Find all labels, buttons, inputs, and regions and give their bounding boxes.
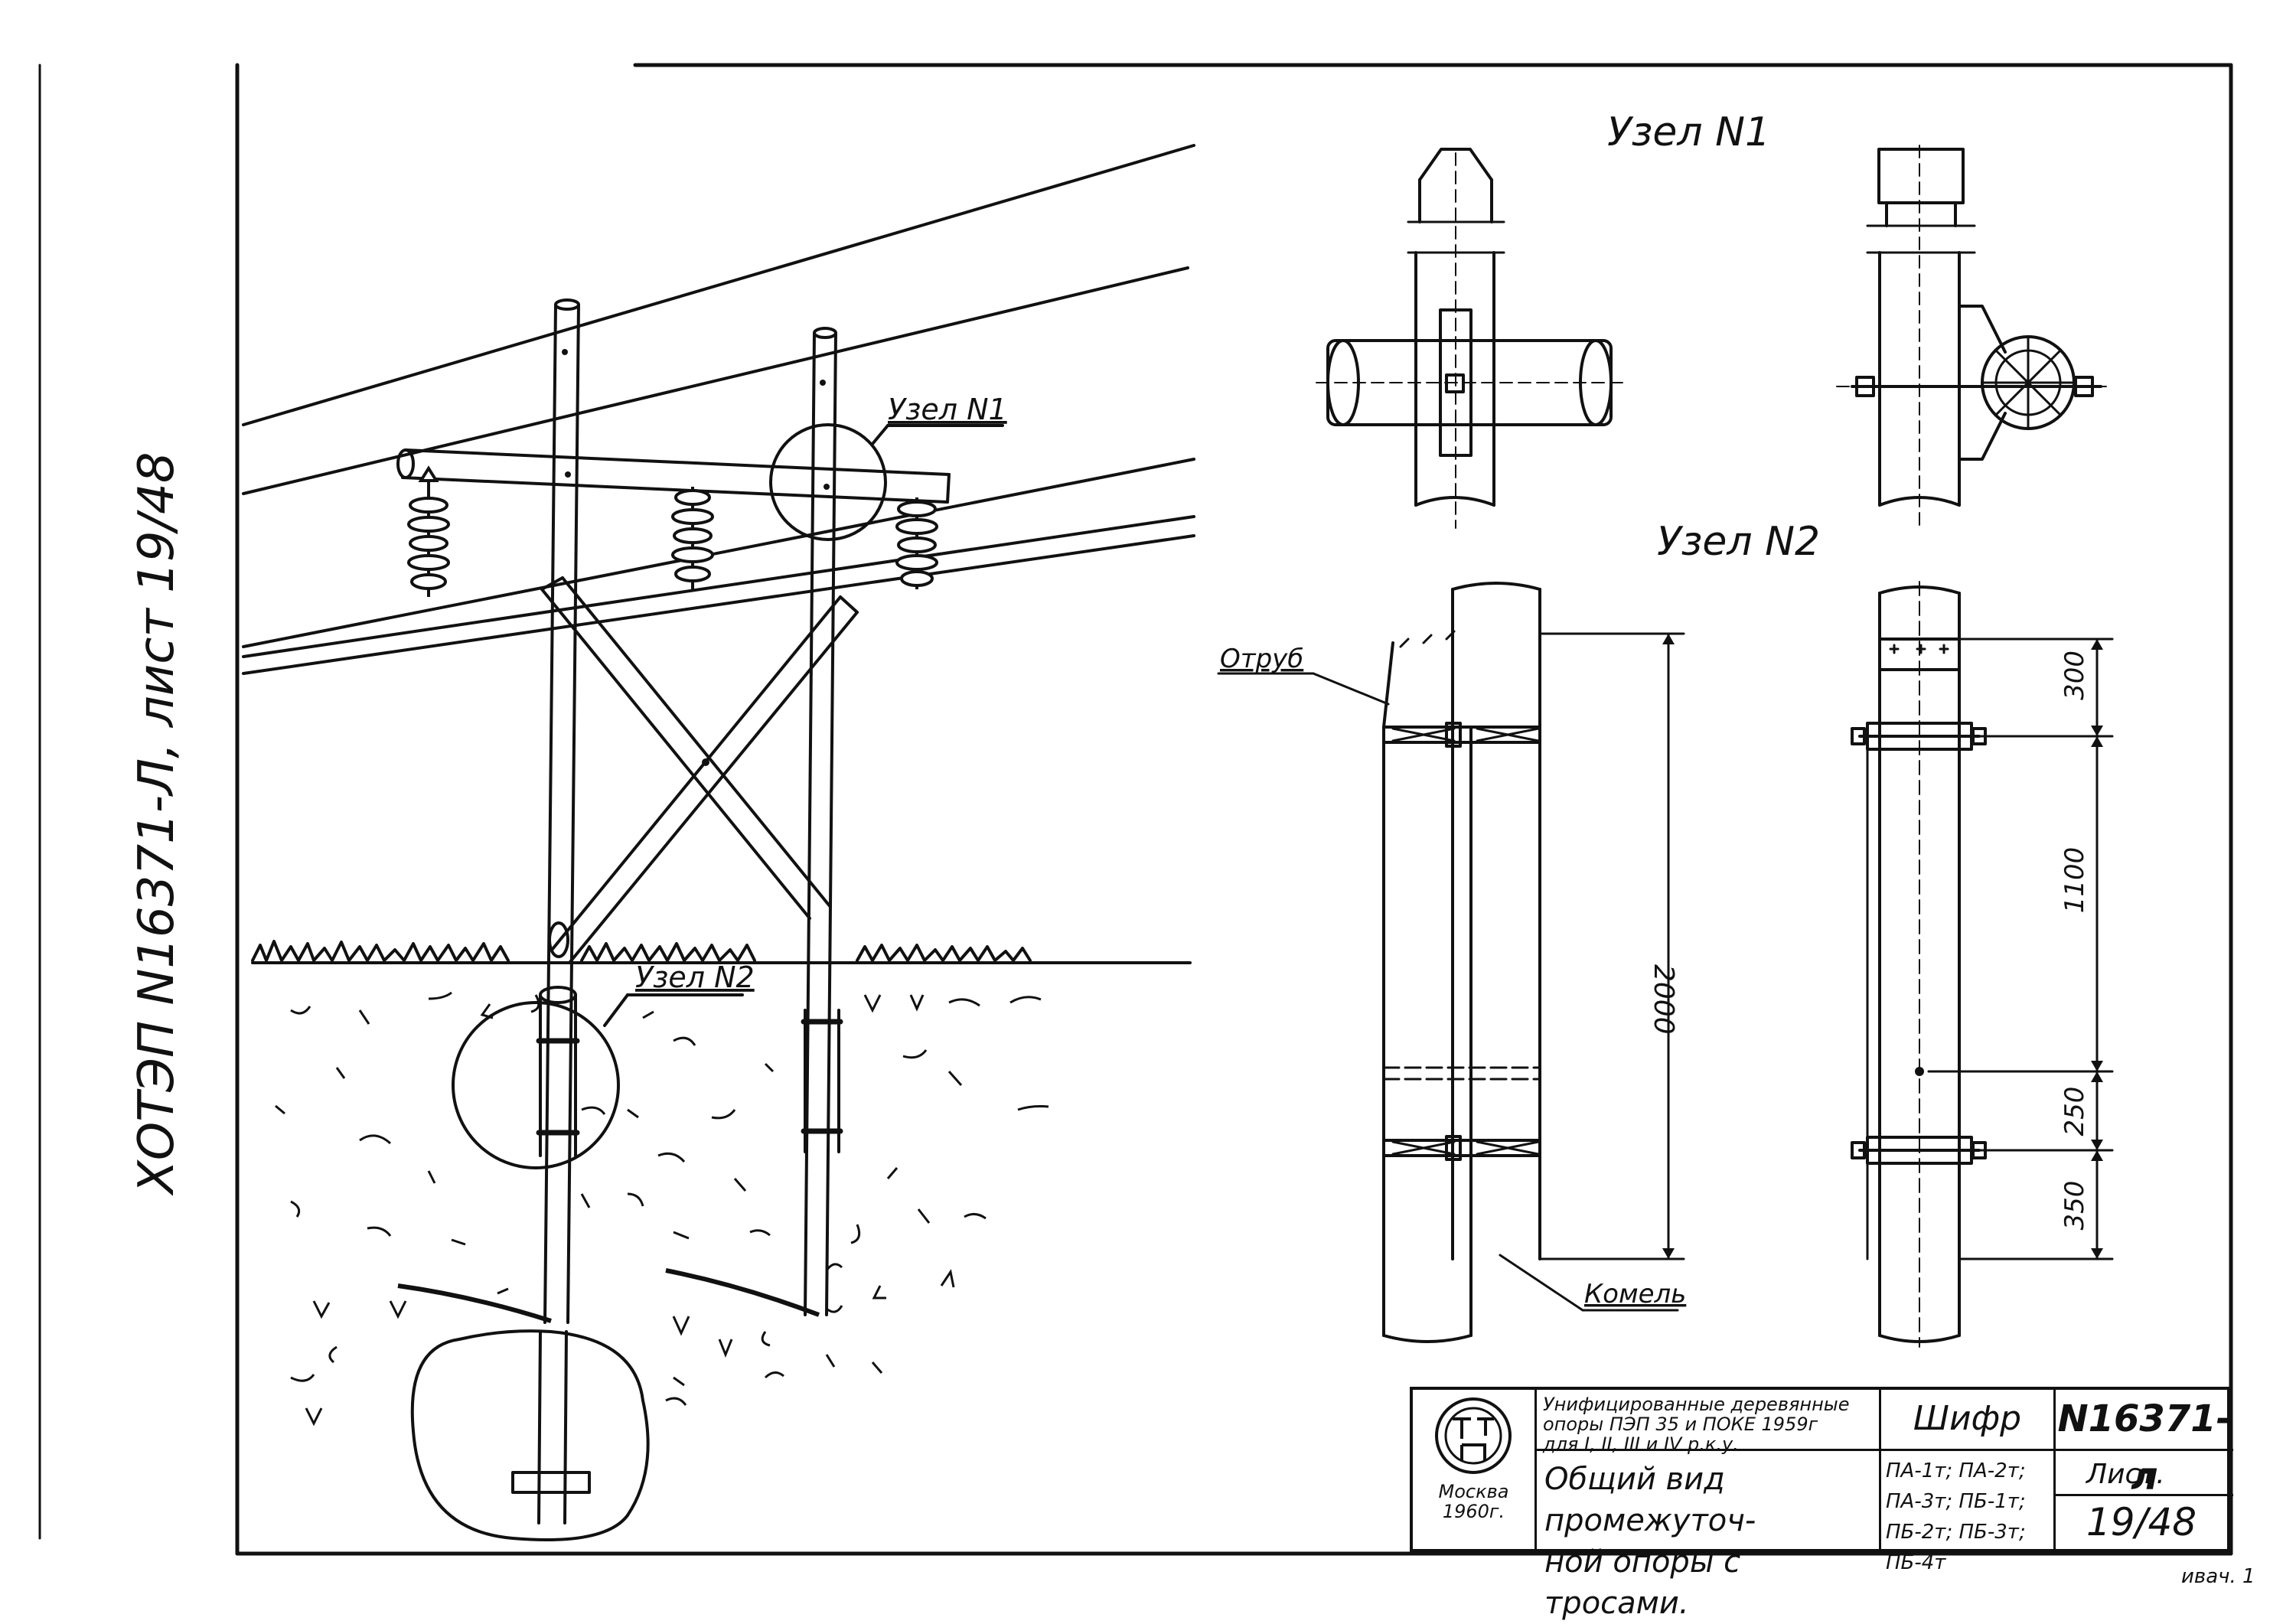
title-block: Москва 1960г. Унифицированные деревянные… (1410, 1387, 2233, 1621)
node1-side-view (1836, 145, 2113, 529)
node2-side-view: 300 1100 250 350 (1851, 581, 2114, 1348)
dim-250: 250 (2060, 1087, 2090, 1136)
right-stub (801, 1009, 843, 1153)
sheet-side-note: ХОТЭП N16371-Л, лист 19/48 (129, 452, 185, 1194)
x-braces (540, 576, 859, 964)
node2-front-view: 2000 Отруб Комель (1217, 582, 1686, 1343)
org-logo-cell: Москва 1960г. (1413, 1390, 1537, 1555)
subtitle-line: для I, II, III и IV р.к.у. (1543, 1433, 1739, 1455)
node1-front-view (1316, 148, 1623, 529)
sheet-label: Лист. (2086, 1459, 2165, 1490)
node1-title: Узел N1 (1607, 109, 1770, 155)
dim-1100: 1100 (2060, 847, 2090, 914)
drawing-title: Общий вид промежуточ- ной опоры с тросам… (1537, 1451, 1881, 1621)
node1-callout: Узел N1 (769, 393, 1007, 541)
dim-overall: 2000 (1648, 964, 1679, 1035)
sheet-number: 19/48 (2086, 1500, 2197, 1544)
left-stub (536, 986, 580, 1157)
pole-butts (397, 1268, 820, 1323)
left-pole (543, 298, 580, 1324)
title-line: ной опоры с тросами. (1544, 1544, 1741, 1621)
node2-callout: Узел N2 (452, 960, 755, 1169)
insulator-left (407, 465, 450, 597)
conductor-wires (242, 144, 1195, 675)
anchor-excavation (410, 1329, 650, 1541)
org-city: Москва (1438, 1481, 1509, 1502)
cipher-value: ПА-1т; ПА-2т; (1886, 1459, 2026, 1482)
dim-300: 300 (2060, 651, 2090, 700)
sheet-number-cell: Лист. 19/48 (2056, 1451, 2233, 1555)
org-city-year: Москва 1960г. (1413, 1482, 1534, 1521)
document-number: N16371-л (2056, 1390, 2233, 1498)
cipher-value: ПА-3т; ПБ-1т; (1886, 1490, 2026, 1513)
label-butt: Комель (1584, 1279, 1686, 1309)
subtitle-line: опоры ПЭП 35 и ПОКЕ 1959г (1543, 1414, 1818, 1435)
right-pole (804, 327, 837, 1316)
cipher-values: ПА-1т; ПА-2т; ПА-3т; ПБ-1т; ПБ-2т; ПБ-3т… (1881, 1451, 2056, 1574)
project-subtitle: Унифицированные деревянные опоры ПЭП 35 … (1537, 1390, 1881, 1455)
corner-note: ивач. 1 (2181, 1565, 2255, 1588)
cipher-value: ПБ-2т; ПБ-3т; ПБ-4т (1886, 1521, 2026, 1574)
node1-callout-label: Узел N1 (888, 393, 1007, 426)
title-line: Общий вид промежуточ- (1544, 1462, 1756, 1538)
insulator-right (895, 497, 938, 589)
org-emblem-icon (1435, 1397, 1512, 1474)
org-year: 1960г. (1442, 1501, 1505, 1522)
node2-title: Узел N2 (1657, 519, 1820, 565)
insulator-middle (671, 487, 714, 589)
soil-hatching (275, 991, 1049, 1427)
dim-350: 350 (2060, 1181, 2090, 1231)
crossarm (396, 448, 951, 504)
subtitle-line: Унифицированные деревянные (1543, 1394, 1850, 1415)
label-top-cut: Отруб (1220, 644, 1303, 674)
node2-callout-label: Узел N2 (635, 960, 755, 994)
cipher-header: Шифр (1881, 1390, 2056, 1451)
sheet-divider (2056, 1494, 2233, 1496)
sheet-frame (38, 63, 2233, 1556)
ground-surface (251, 940, 1192, 964)
